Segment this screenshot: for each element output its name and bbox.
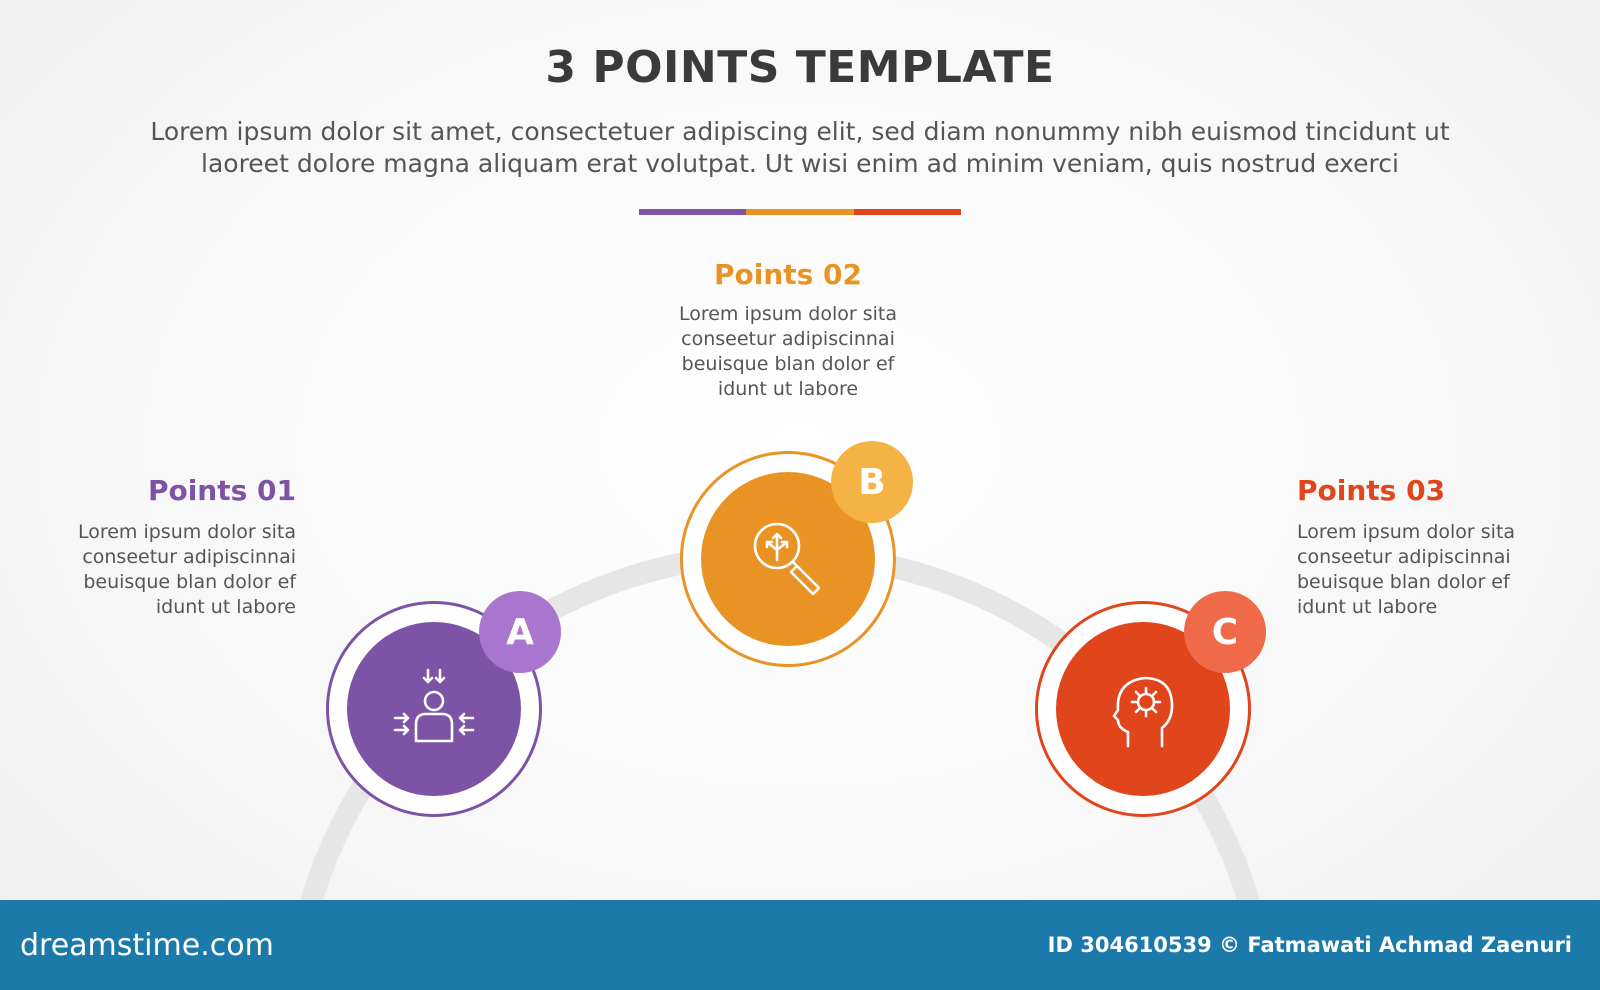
point-02-badge: B bbox=[831, 441, 913, 523]
accent-line-orange bbox=[746, 209, 854, 215]
page-subtitle: Lorem ipsum dolor sit amet, consectetuer… bbox=[150, 117, 1450, 178]
point-03-badge: C bbox=[1184, 591, 1266, 673]
point-01-description: Lorem ipsum dolor sita conseetur adipisc… bbox=[77, 521, 296, 618]
footer-bar: dreamstime.com ID 304610539 © Fatmawati … bbox=[0, 900, 1600, 990]
head-gear-icon bbox=[1112, 676, 1174, 748]
point-03-circle bbox=[1035, 601, 1251, 817]
point-03-description: Lorem ipsum dolor sita conseetur adipisc… bbox=[1297, 521, 1516, 618]
footer-credit: ID 304610539 © Fatmawati Achmad Zaenuri bbox=[1047, 933, 1572, 957]
title-accent-line bbox=[639, 209, 961, 215]
point-02-description: Lorem ipsum dolor sita conseetur adipisc… bbox=[678, 303, 898, 400]
point-01-title: Points 01 bbox=[147, 474, 296, 507]
footer-logo[interactable]: dreamstime.com bbox=[20, 928, 274, 963]
point-01-badge: A bbox=[479, 591, 561, 673]
accent-line-purple bbox=[639, 209, 747, 215]
point-03-title: Points 03 bbox=[1297, 474, 1446, 507]
person-focus-arrows-icon bbox=[393, 668, 475, 743]
point-02-title: Points 02 bbox=[713, 258, 863, 291]
magnifier-direction-arrows-icon bbox=[753, 522, 821, 596]
accent-line-red bbox=[853, 209, 961, 215]
page-title: 3 POINTS TEMPLATE bbox=[545, 42, 1055, 93]
